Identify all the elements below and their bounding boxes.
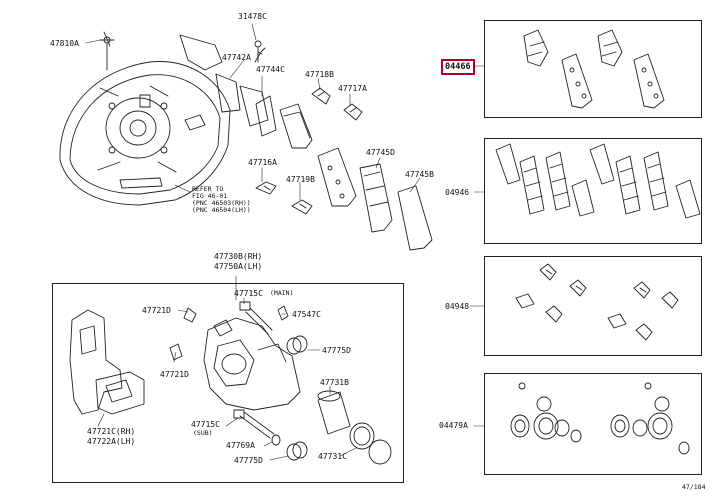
shim-parts-drawing xyxy=(215,40,433,251)
part-label-47810A[interactable]: 47810A xyxy=(50,39,79,48)
part-label-47744C[interactable]: 47744C xyxy=(256,65,285,74)
part-label-47775D-upper[interactable]: 47775D xyxy=(322,346,351,355)
part-label-47715C-main[interactable]: 47715C xyxy=(234,289,263,298)
kit-label-04479A[interactable]: 04479A xyxy=(439,421,468,430)
kit-04466-drawing xyxy=(523,29,665,109)
refer-note-line-3: (PNC 46503(RH)) xyxy=(192,199,251,207)
part-label-47742A[interactable]: 47742A xyxy=(222,53,251,62)
part-label-47715C-sub[interactable]: 47715C xyxy=(191,420,220,429)
sub-tag: (SUB) xyxy=(193,429,213,437)
part-label-47745B[interactable]: 47745B xyxy=(405,170,434,179)
part-label-47716A[interactable]: 47716A xyxy=(248,158,277,167)
part-label-47745D[interactable]: 47745D xyxy=(366,148,395,157)
refer-note-line-4: (PNC 46504(LH)) xyxy=(192,206,251,214)
part-label-47775D-lower[interactable]: 47775D xyxy=(234,456,263,465)
kit-label-04948[interactable]: 04948 xyxy=(445,302,470,311)
refer-note-line-1: REFER TO xyxy=(192,185,224,193)
part-label-47547C[interactable]: 47547C xyxy=(292,310,321,319)
kit-leader-lines xyxy=(469,65,485,427)
part-label-47750A[interactable]: 47750A(LH) xyxy=(214,262,263,271)
part-label-47719B[interactable]: 47719B xyxy=(286,175,315,184)
part-label-47731C[interactable]: 47731C xyxy=(318,452,347,461)
kit-label-04946[interactable]: 04946 xyxy=(445,188,470,197)
kit-04479A-frame xyxy=(484,373,702,475)
refer-note-line-2: FIG 46-01 xyxy=(192,192,228,200)
kit-04946-frame xyxy=(484,138,702,244)
caliper-drawing xyxy=(69,301,392,465)
part-label-47721D-lower[interactable]: 47721D xyxy=(160,370,189,379)
caliper-panel-frame xyxy=(52,283,404,483)
kit-label-04466-highlighted[interactable]: 04466 xyxy=(441,59,475,75)
main-tag: (MAIN) xyxy=(270,289,294,297)
kit-04479A-drawing xyxy=(510,382,690,455)
leader-lines-top xyxy=(85,23,421,201)
part-label-47730B[interactable]: 47730B(RH) xyxy=(214,252,263,261)
page-reference: 47/184 xyxy=(682,483,706,491)
kit-04948-frame xyxy=(484,256,702,356)
part-label-47721D-upper[interactable]: 47721D xyxy=(142,306,171,315)
part-label-47769A[interactable]: 47769A xyxy=(226,441,255,450)
kit-04466-frame xyxy=(484,20,702,118)
refer-note: REFER TO FIG 46-01 (PNC 46503(RH)) (PNC … xyxy=(192,186,251,214)
part-label-31478C[interactable]: 31478C xyxy=(238,12,267,21)
part-label-47731B[interactable]: 47731B xyxy=(320,378,349,387)
part-label-47717A[interactable]: 47717A xyxy=(338,84,367,93)
part-label-47718B[interactable]: 47718B xyxy=(305,70,334,79)
part-label-47722A[interactable]: 47722A(LH) xyxy=(87,437,136,446)
leader-lines-caliper xyxy=(97,275,357,461)
backing-plate-drawing xyxy=(59,31,231,206)
part-label-47721C[interactable]: 47721C(RH) xyxy=(87,427,136,436)
kit-04948-drawing xyxy=(515,263,679,341)
kit-04946-drawing xyxy=(495,143,701,219)
